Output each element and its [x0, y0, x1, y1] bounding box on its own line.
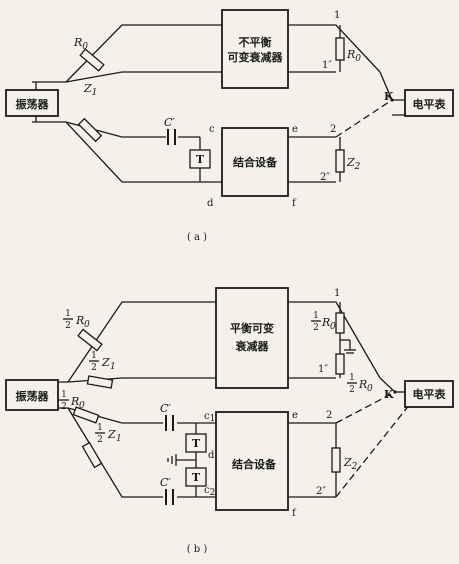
svg-text:R: R: [321, 316, 330, 329]
node-2-label-b: 2: [326, 410, 332, 421]
level-meter-label-b: 电平表: [413, 387, 447, 401]
node-1-label: 1: [334, 10, 340, 21]
svg-text:2: 2: [61, 402, 67, 412]
transformer-label: T: [196, 153, 205, 166]
cap-label-c2: C′: [160, 476, 171, 489]
level-meter-label: 电平表: [413, 97, 447, 111]
svg-text:0: 0: [330, 322, 336, 332]
switch-label-b: K: [384, 388, 394, 401]
coupling-device-box-b: [215, 411, 289, 511]
svg-text:1: 1: [110, 362, 116, 372]
attenuator-box: [221, 9, 289, 89]
z2-impedance-b: [331, 447, 341, 473]
node-1pp-label-b: 1″: [318, 364, 328, 375]
node-1-label-b: 1: [334, 288, 340, 299]
z2-impedance: [335, 149, 345, 173]
balanced-attenuator-label-line1: 平衡可变: [230, 321, 274, 335]
svg-text:0: 0: [84, 320, 90, 330]
r0-load-resistor: [335, 37, 345, 61]
coupling-device-label-b: 结合设备: [231, 457, 277, 471]
node-1pp-label: 1″: [322, 60, 332, 71]
panel-a: 不平衡 可变衰减器 结合设备 振荡器 电平表 R0 Z1 R0 Z2 C′ T …: [5, 9, 454, 243]
svg-text:R: R: [70, 395, 79, 408]
node-e-label: e: [292, 124, 298, 135]
caption-a: ( a ): [187, 232, 207, 243]
cap-label: C′: [164, 116, 175, 129]
half-z1-impedance-lower: [81, 441, 103, 469]
half-r0-load-lower: [335, 353, 345, 375]
svg-text:1: 1: [61, 390, 67, 400]
svg-text:R: R: [75, 314, 84, 327]
svg-text:1: 1: [116, 434, 122, 444]
half-r0-resistor-lower: [72, 406, 100, 424]
half-r0-load-label-upper: 1 2 R 0: [311, 311, 336, 333]
svg-text:2: 2: [313, 323, 319, 333]
node-e-label-b: e: [292, 410, 298, 421]
half-r0-load-label-lower: 1 2 R 0: [347, 373, 373, 395]
half-r0-label-upper: 1 2 R 0: [63, 309, 90, 331]
transformer-box-lower: [185, 467, 207, 487]
svg-text:1: 1: [97, 423, 103, 433]
panel-b: 平衡可变 衰减器 结合设备 振荡器 电平表 1 2 R 0 1 2 Z 1 1 …: [5, 287, 454, 555]
balanced-attenuator-box: [215, 287, 289, 389]
svg-text:R: R: [358, 378, 367, 391]
caption-b: ( b ): [187, 544, 208, 555]
balanced-attenuator-label-line2: 衰减器: [235, 339, 270, 353]
node-d-label-b: d: [208, 450, 215, 461]
svg-text:1: 1: [65, 309, 71, 319]
svg-text:Z: Z: [107, 428, 116, 441]
half-z1-label-upper: 1 2 Z 1: [89, 351, 116, 373]
half-r0-resistor-upper: [77, 328, 103, 352]
half-r0-label-lower: 1 2 R 0: [59, 390, 85, 412]
svg-text:2: 2: [65, 321, 71, 331]
half-r0-load-upper: [335, 312, 345, 334]
switch-label: K: [384, 90, 394, 103]
transformer-label-upper: T: [192, 437, 201, 450]
level-meter-box-b: [404, 380, 454, 408]
svg-text:0: 0: [79, 401, 85, 411]
svg-text:2: 2: [91, 363, 97, 373]
node-c-label: c: [209, 124, 215, 135]
transformer-box-upper: [185, 433, 207, 453]
z1-impedance: [77, 117, 103, 143]
node-c1-label: c1: [204, 411, 215, 424]
attenuator-label-line1: 不平衡: [239, 35, 272, 49]
node-d-label: d: [207, 198, 214, 209]
node-c2-label: c2: [204, 485, 215, 498]
svg-text:1: 1: [349, 373, 355, 383]
cap-label-c1: C′: [160, 402, 171, 415]
half-z1-impedance-upper: [86, 375, 114, 389]
level-meter-box: [404, 89, 454, 117]
svg-text:2: 2: [97, 435, 103, 445]
r0-load-label: R0: [346, 48, 361, 64]
half-z1-label-lower: 1 2 Z 1: [95, 423, 122, 445]
node-2-label: 2: [330, 124, 336, 135]
r0-label: R0: [73, 36, 88, 52]
coupling-device-box: [221, 127, 289, 197]
z2-label-b: Z2: [343, 456, 358, 472]
node-2pp-label-b: 2″: [316, 486, 326, 497]
node-2pp-label: 2″: [320, 172, 330, 183]
transformer-box: [189, 149, 211, 169]
svg-text:2: 2: [349, 385, 355, 395]
oscillator-box-b: [5, 379, 59, 411]
svg-text:1: 1: [313, 311, 319, 321]
attenuator-label-line2: 可变衰减器: [228, 50, 284, 64]
svg-text:0: 0: [367, 384, 373, 394]
z1-label: Z1: [83, 82, 97, 98]
transformer-label-lower: T: [192, 471, 201, 484]
z2-label: Z2: [346, 156, 361, 172]
oscillator-label-b: 振荡器: [16, 389, 50, 403]
oscillator-box: [5, 89, 59, 117]
r0-resistor: [79, 48, 105, 72]
svg-text:1: 1: [91, 351, 97, 361]
coupling-device-label: 结合设备: [232, 155, 278, 169]
node-f-label: f: [292, 198, 297, 209]
node-f-label-b: f: [292, 508, 297, 519]
oscillator-label: 振荡器: [16, 97, 50, 111]
svg-text:Z: Z: [101, 356, 110, 369]
